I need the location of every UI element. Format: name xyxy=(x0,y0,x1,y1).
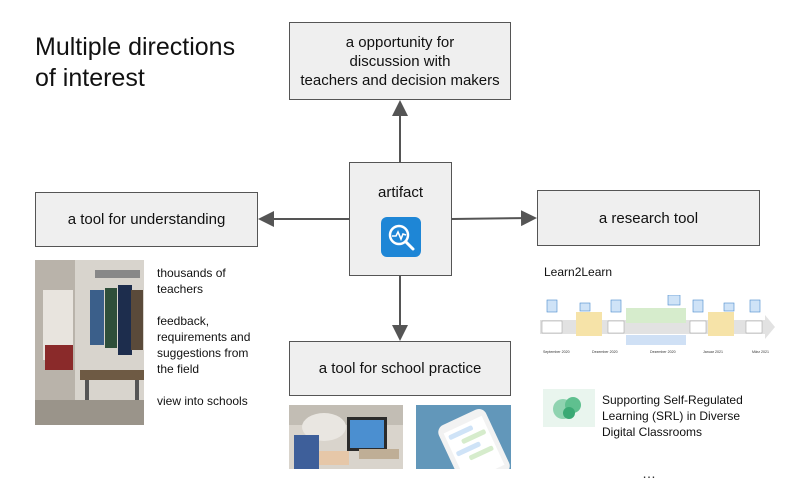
box-understanding-label: a tool for understanding xyxy=(67,211,226,228)
srl-description: Supporting Self-Regulated Learning (SRL)… xyxy=(602,393,743,439)
note-teachers: thousands of teachers xyxy=(157,266,226,296)
classroom-tablet-photo xyxy=(289,405,403,469)
page-title: Multiple directions of interest xyxy=(35,33,236,92)
ellipsis: … xyxy=(642,465,657,481)
arrow-right xyxy=(451,210,537,227)
note-view-into-schools: view into schools xyxy=(157,394,248,408)
box-discussion: a opportunity for discussion with teache… xyxy=(289,22,511,100)
srl-logo-icon xyxy=(543,389,595,427)
box-discussion-label: a opportunity for discussion with teache… xyxy=(300,33,500,89)
artifact-label: artifact xyxy=(377,184,423,201)
mobile-app-photo xyxy=(416,405,511,469)
analytics-search-icon xyxy=(380,217,421,257)
box-artifact: artifact xyxy=(349,162,452,276)
box-school-practice: a tool for school practice xyxy=(289,341,511,396)
timeline-date-1: September 2020 xyxy=(543,350,570,354)
understanding-notes: thousands of teachers feedback, requirem… xyxy=(157,265,277,425)
box-school-practice-label: a tool for school practice xyxy=(318,360,482,377)
box-research: a research tool xyxy=(537,190,760,246)
research-timeline: September 2020 Dezember 2020 Dezember 20… xyxy=(540,295,775,354)
box-research-label: a research tool xyxy=(598,209,699,227)
timeline-date-2: Dezember 2020 xyxy=(592,350,618,354)
timeline-date-5: März 2021 xyxy=(752,350,769,354)
school-hallway-photo xyxy=(35,260,144,425)
box-understanding: a tool for understanding xyxy=(35,192,258,247)
learn2learn-title: Learn2Learn xyxy=(544,265,613,279)
timeline-date-3: Dezember 2020 xyxy=(650,350,676,354)
note-feedback: feedback, requirements and suggestions f… xyxy=(157,314,251,376)
timeline-date-4: Januar 2021 xyxy=(703,350,723,354)
